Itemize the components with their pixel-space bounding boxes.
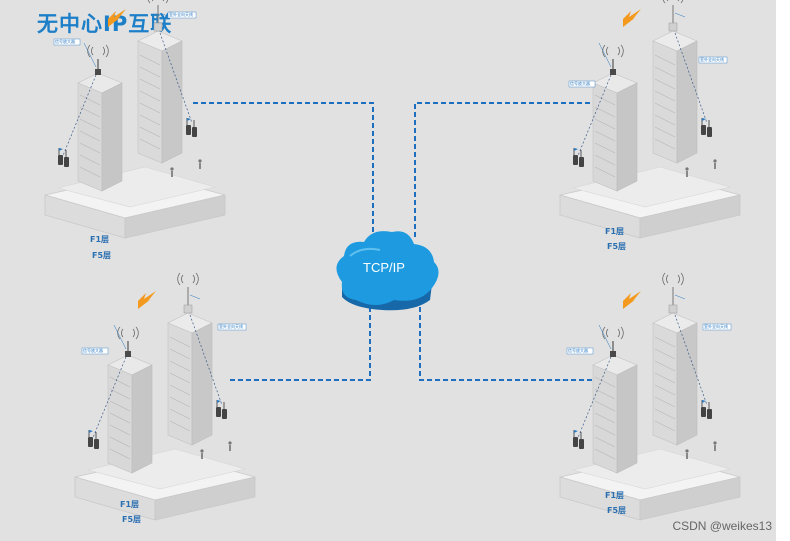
diagram-title: 无中心IP互联 [37, 12, 173, 36]
floor-label-bottom: F5层 [607, 242, 626, 251]
antenna-tag: 信号放大器 [570, 80, 590, 86]
link-bottom-right [419, 300, 600, 381]
antenna-tag: 信号放大器 [55, 38, 75, 44]
floor-label-top: F1层 [90, 235, 109, 244]
tcp-ip-cloud-icon [336, 231, 439, 311]
floor-label-bottom: F5层 [122, 515, 141, 524]
floor-label-bottom: F5层 [607, 506, 626, 515]
site-top-right: 信号放大器 室外全向天线 F1层 F5层 [559, 0, 741, 251]
site-top-left: 信号放大器 室外全向天线 F1层 F5层 [44, 0, 226, 260]
floor-label-bottom: F5层 [92, 251, 111, 260]
link-bottom-left [230, 300, 371, 381]
watermark: CSDN @weikes13 [672, 519, 772, 533]
antenna-tag: 信号放大器 [568, 347, 588, 353]
network-links [193, 102, 606, 381]
link-top-right [414, 102, 606, 240]
cloud-label: TCP/IP [363, 260, 405, 275]
antenna-tag: 信号放大器 [83, 347, 103, 353]
floor-label-top: F1层 [120, 500, 139, 509]
floor-label-top: F1层 [605, 491, 624, 500]
floor-label-top: F1层 [605, 227, 624, 236]
link-top-left [193, 102, 374, 245]
roof-tag: 室外全向天线 [704, 323, 728, 329]
roof-tag: 室外全向天线 [169, 11, 193, 17]
roof-tag: 室外全向天线 [219, 323, 243, 329]
site-bottom-right: 信号放大器 室外全向天线 F1层 F5层 [559, 272, 741, 521]
roof-tag: 室外全向天线 [700, 56, 724, 62]
site-bottom-left: 信号放大器 室外全向天线 F1层 F5层 [74, 272, 256, 524]
